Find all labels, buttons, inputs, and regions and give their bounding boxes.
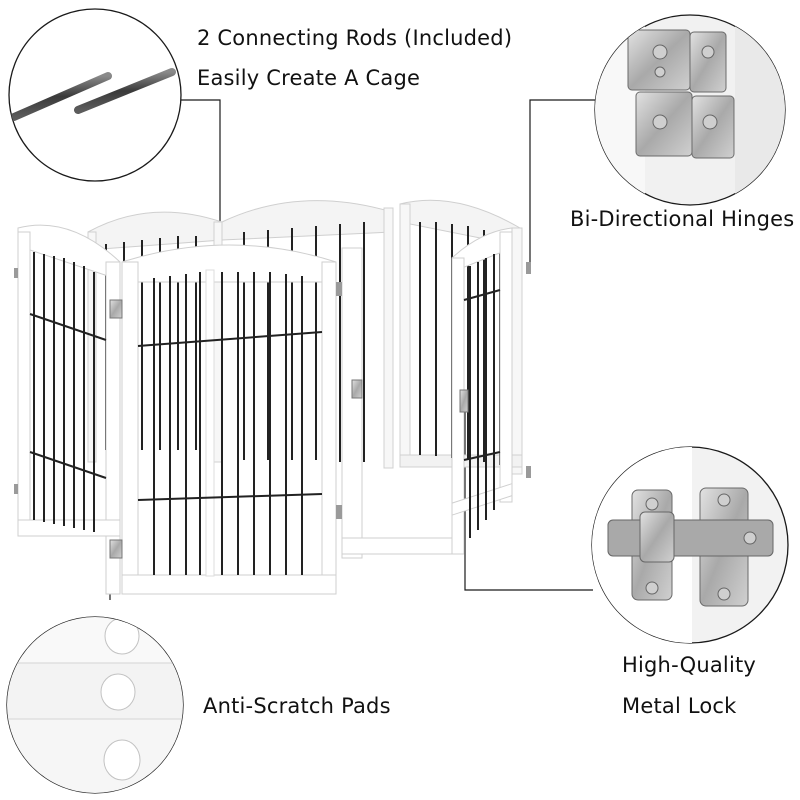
pet-gate — [14, 199, 531, 595]
anti-scratch-pad-icon — [100, 617, 141, 781]
lock-feature-line2: Metal Lock — [622, 694, 737, 718]
gate-panel-back-middle — [221, 200, 394, 469]
hinge-inset — [594, 14, 786, 206]
lock-inset — [591, 446, 789, 644]
lock-feature-line1: High-Quality — [622, 653, 757, 677]
pads-inset — [6, 616, 184, 794]
connecting-rods-icon — [10, 68, 176, 121]
hinge-icon — [627, 29, 735, 159]
rods-feature-line1: 2 Connecting Rods (Included) — [197, 26, 513, 50]
metal-lock-icon — [607, 487, 774, 607]
hinges-callout-line — [529, 99, 595, 270]
gate-panel-left — [14, 224, 121, 595]
rods-feature-line2: Easily Create A Cage — [197, 66, 421, 90]
rods-callout-line — [180, 99, 221, 245]
gate-door — [336, 247, 455, 559]
rods-inset — [8, 8, 182, 182]
pads-feature-label: Anti-Scratch Pads — [203, 694, 391, 718]
gate-panel-right-open — [451, 227, 513, 555]
gate-panel-center — [109, 244, 337, 595]
hinges-feature-label: Bi-Directional Hinges — [570, 207, 795, 231]
